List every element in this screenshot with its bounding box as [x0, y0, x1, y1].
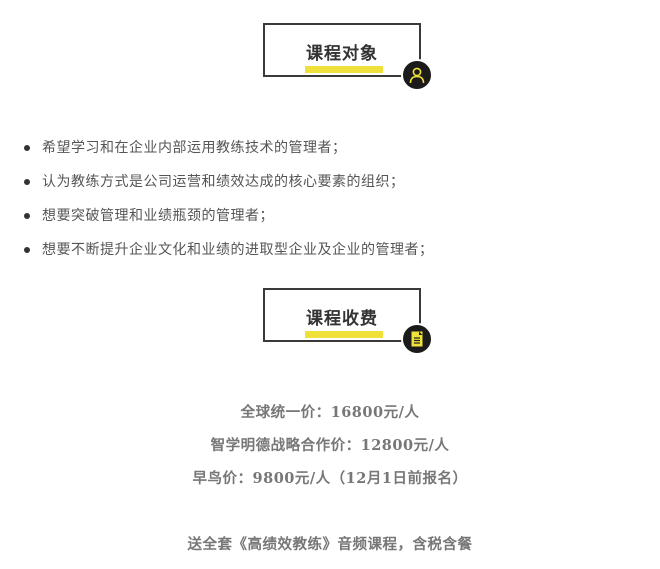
- price-early-bird: 早鸟价：9800元/人（12月1日前报名）: [192, 470, 468, 487]
- list-item: 认为教练方式是公司运营和绩效达成的核心要素的组织；: [22, 169, 434, 203]
- bonus-text: 送全套《高绩效教练》音频课程，含税含餐: [187, 536, 473, 553]
- title-underline: [305, 331, 383, 338]
- section-title: 课程对象: [306, 44, 378, 64]
- audience-list: 希望学习和在企业内部运用教练技术的管理者； 认为教练方式是公司运营和绩效达成的核…: [22, 135, 434, 271]
- section-header-pricing: 课程收费: [263, 288, 421, 342]
- price-global: 全球统一价：16800元/人: [240, 404, 420, 421]
- section-header-audience: 课程对象: [263, 23, 421, 77]
- user-icon: [401, 59, 433, 91]
- list-item: 想要突破管理和业绩瓶颈的管理者；: [22, 203, 434, 237]
- section-title: 课程收费: [306, 309, 378, 329]
- document-icon: [401, 323, 433, 355]
- list-item: 希望学习和在企业内部运用教练技术的管理者；: [22, 135, 434, 169]
- title-underline: [305, 66, 383, 73]
- list-item: 想要不断提升企业文化和业绩的进取型企业及企业的管理者；: [22, 237, 434, 271]
- price-partner: 智学明德战略合作价：12800元/人: [210, 437, 450, 454]
